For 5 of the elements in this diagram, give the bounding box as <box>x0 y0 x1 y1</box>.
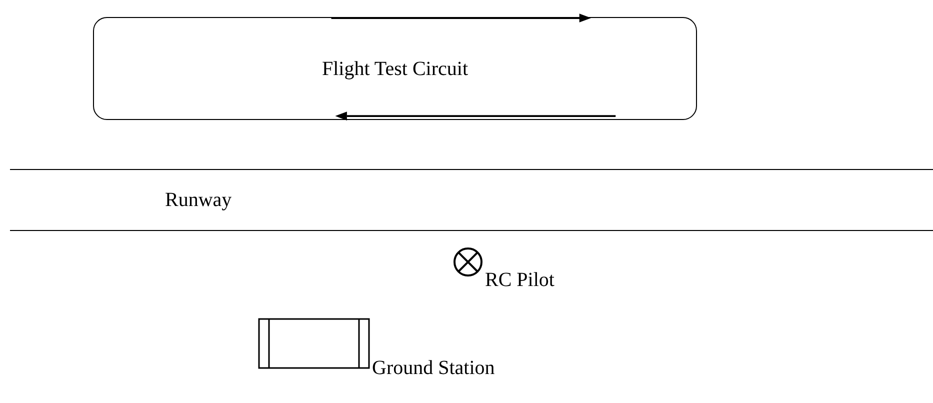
runway-label: Runway <box>165 188 232 213</box>
circuit-label: Flight Test Circuit <box>322 56 468 82</box>
station-label: Ground Station <box>372 358 495 378</box>
station-label: RC Pilot <box>485 270 554 290</box>
runway-band <box>10 169 933 231</box>
